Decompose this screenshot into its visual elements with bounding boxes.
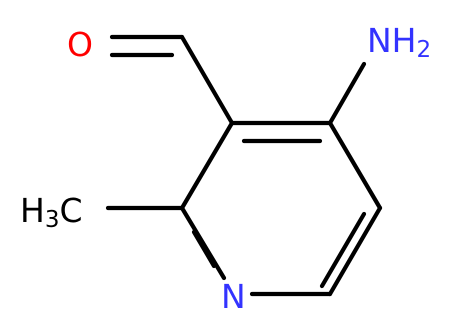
bond-c2-c3 [179, 120, 235, 211]
methyl-subscript: 3 [45, 207, 60, 233]
atom-labels: O NH2 N H3C [20, 21, 431, 316]
ring-nitrogen-label: N [221, 277, 246, 316]
bond-c5-c6 [327, 205, 383, 297]
ring-bonds [179, 120, 383, 297]
methyl-label: H3C [20, 191, 83, 234]
bond-c5-c6-inner [319, 211, 367, 289]
amine-label: NH2 [367, 21, 431, 64]
bond-n1-c2-inner [191, 229, 217, 269]
bond-n1-c2 [179, 205, 227, 281]
methyl-carbon: C [59, 191, 82, 230]
substituent-bonds [105, 34, 367, 211]
bond-c3-cho [179, 34, 235, 126]
bond-c4-nh2 [327, 61, 367, 126]
amine-subscript: 2 [417, 37, 432, 63]
bond-c4-c5 [327, 120, 383, 211]
oxygen-label: O [67, 25, 93, 64]
